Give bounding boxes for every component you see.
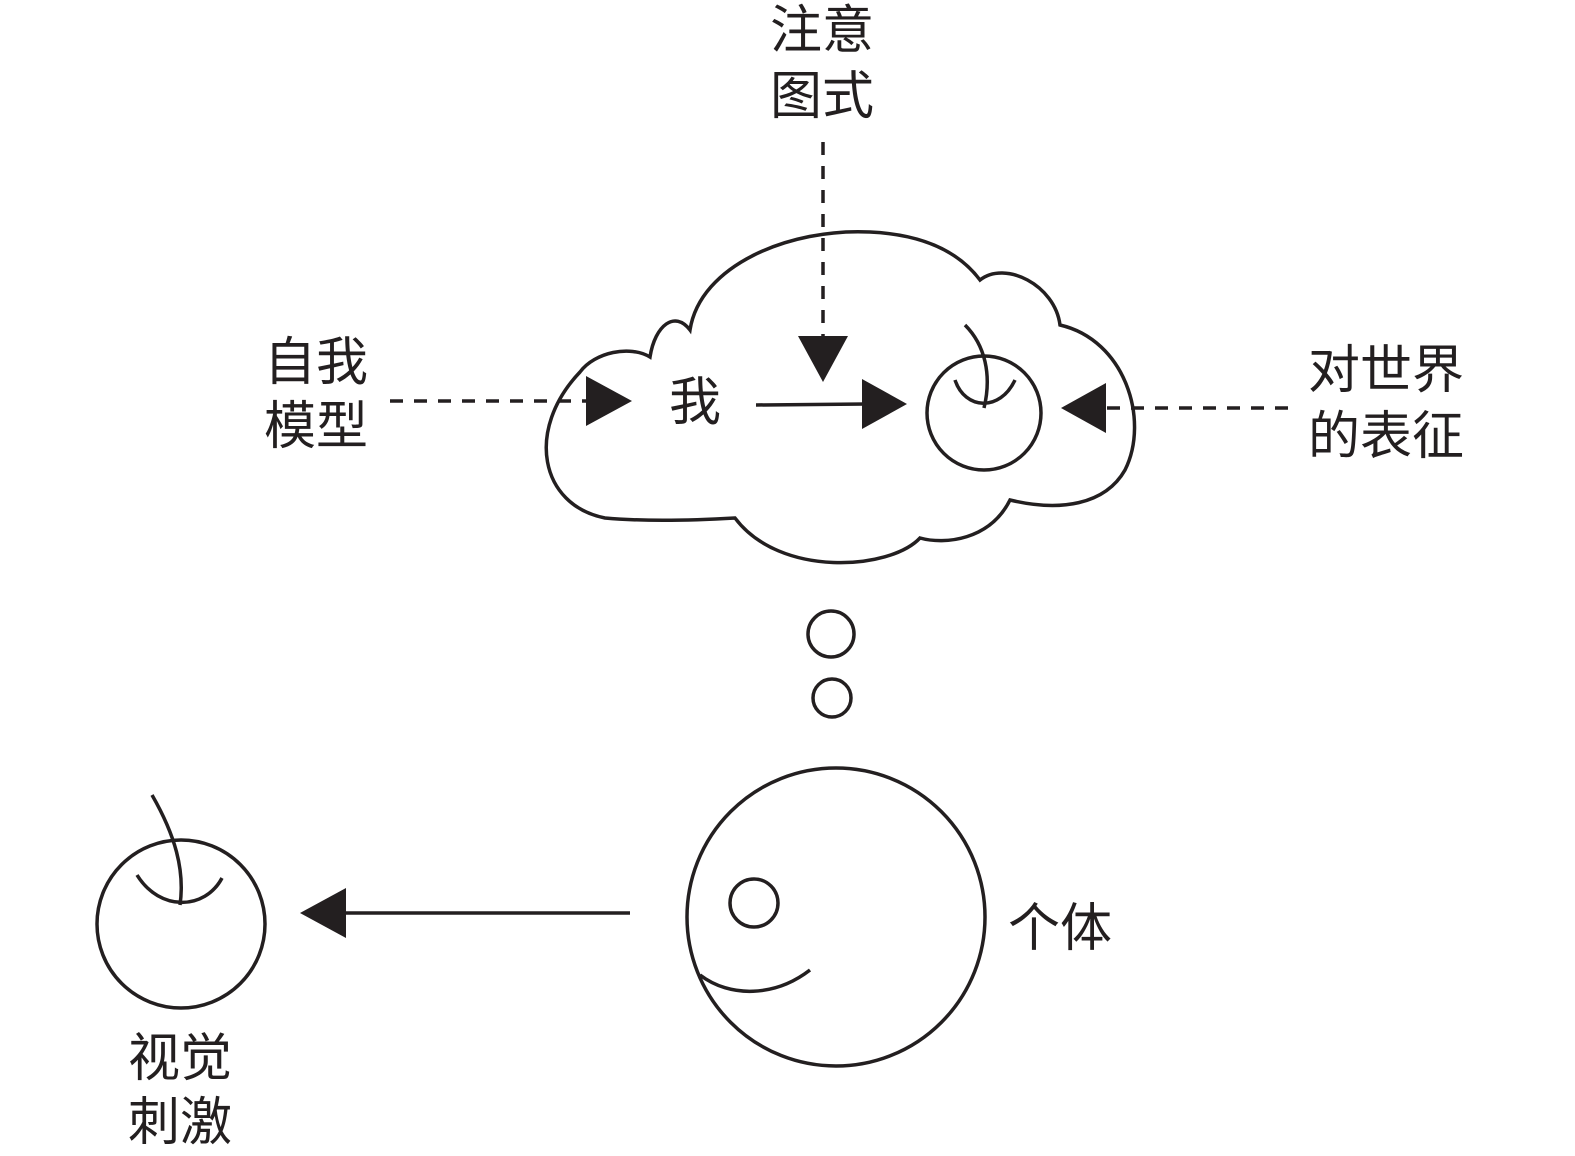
thought-cloud [544, 229, 1137, 565]
svg-text:对世界: 对世界 [1308, 341, 1464, 401]
self-model-arrow [390, 376, 632, 426]
face-mouth [698, 968, 812, 993]
visual-stimulus-label: 视觉 刺激 [128, 1029, 232, 1153]
individual-label: 个体 [1008, 899, 1112, 959]
gaze-arrow [300, 888, 630, 938]
svg-text:图式: 图式 [770, 67, 874, 127]
svg-text:模型: 模型 [264, 397, 368, 457]
svg-text:自我: 自我 [264, 333, 368, 393]
svg-text:的表征: 的表征 [1308, 407, 1464, 467]
attention-schema-label: 注意 图式 [770, 1, 874, 127]
svg-text:注意: 注意 [770, 1, 874, 61]
stimulus-apple-icon [95, 794, 267, 1010]
thought-bubble-large [806, 609, 856, 659]
world-representation-arrow [1061, 383, 1288, 433]
world-representation-label: 对世界 的表征 [1308, 341, 1464, 467]
svg-text:刺激: 刺激 [128, 1093, 232, 1153]
svg-text:视觉: 视觉 [128, 1029, 232, 1089]
thought-bubble-small [811, 677, 853, 719]
self-to-object-arrow [755, 379, 907, 429]
self-label: 我 [669, 373, 721, 433]
attention-schema-arrow [798, 142, 848, 382]
represented-apple-icon [925, 323, 1043, 472]
self-model-label: 自我 模型 [264, 333, 368, 457]
face-eye [728, 877, 780, 929]
individual-face-icon [685, 766, 987, 1068]
